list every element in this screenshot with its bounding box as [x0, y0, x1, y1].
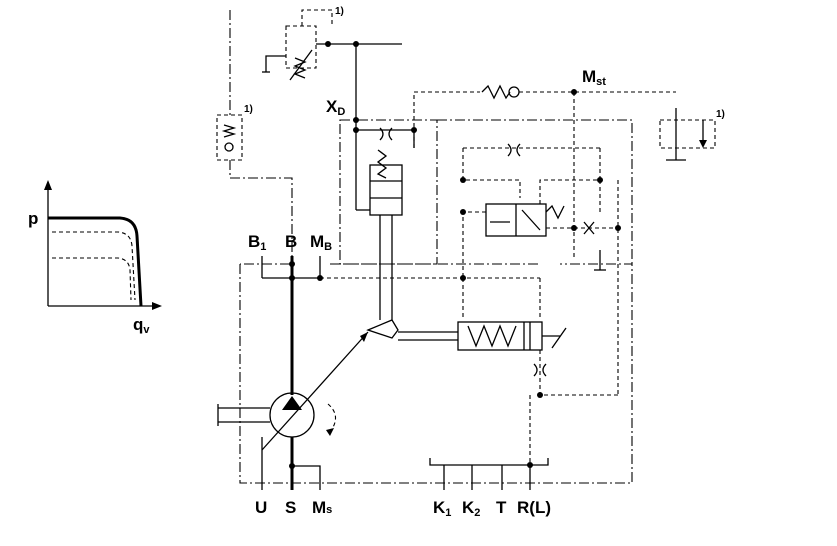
- pressure-ports: B1 B MB XD: [248, 97, 540, 395]
- mid-curve: [52, 231, 136, 301]
- port-mb: MB: [310, 232, 332, 253]
- max-curve: [48, 216, 143, 307]
- control-valve-box: [339, 119, 438, 265]
- bottom-port-labels: U S Ms K1 K2 T R(L): [255, 498, 551, 519]
- y-axis-arrow-icon: [44, 180, 52, 190]
- stroking-cylinder: [366, 278, 618, 465]
- port-s: S: [285, 498, 296, 517]
- port-ms: Ms: [312, 498, 332, 517]
- drain-ports: [429, 458, 549, 490]
- port-b1: B1: [248, 232, 266, 253]
- port-xd: XD: [326, 97, 345, 118]
- variable-pump: [217, 331, 369, 490]
- mst-pilot-line: Mst: [413, 67, 676, 260]
- port-k2: K2: [462, 498, 480, 519]
- top-relief-valve: 1): [262, 6, 402, 120]
- port-u: U: [255, 498, 267, 517]
- port-t: T: [496, 498, 507, 517]
- flow-control-valve: [460, 143, 621, 395]
- port-mst: Mst: [582, 67, 606, 88]
- footnote-1-left: 1): [244, 104, 253, 115]
- footnote-1-top: 1): [335, 6, 344, 17]
- port-b: B: [285, 232, 297, 251]
- footnote-1-right: 1): [716, 109, 725, 120]
- pressure-control-valve: [353, 117, 417, 320]
- valve-spool: [369, 164, 403, 216]
- y-axis-label: p: [28, 209, 38, 228]
- pressure-flow-curve: p qv: [28, 180, 162, 336]
- low-curve: [52, 257, 132, 301]
- port-rl: R(L): [517, 498, 551, 517]
- remote-check-valve: 1): [216, 104, 253, 161]
- port-k1: K1: [433, 498, 451, 519]
- housing-boundary: [229, 10, 633, 484]
- x-axis-label: qv: [133, 315, 150, 336]
- remote-valve-right: 1): [659, 108, 725, 161]
- x-axis-arrow-icon: [152, 302, 162, 310]
